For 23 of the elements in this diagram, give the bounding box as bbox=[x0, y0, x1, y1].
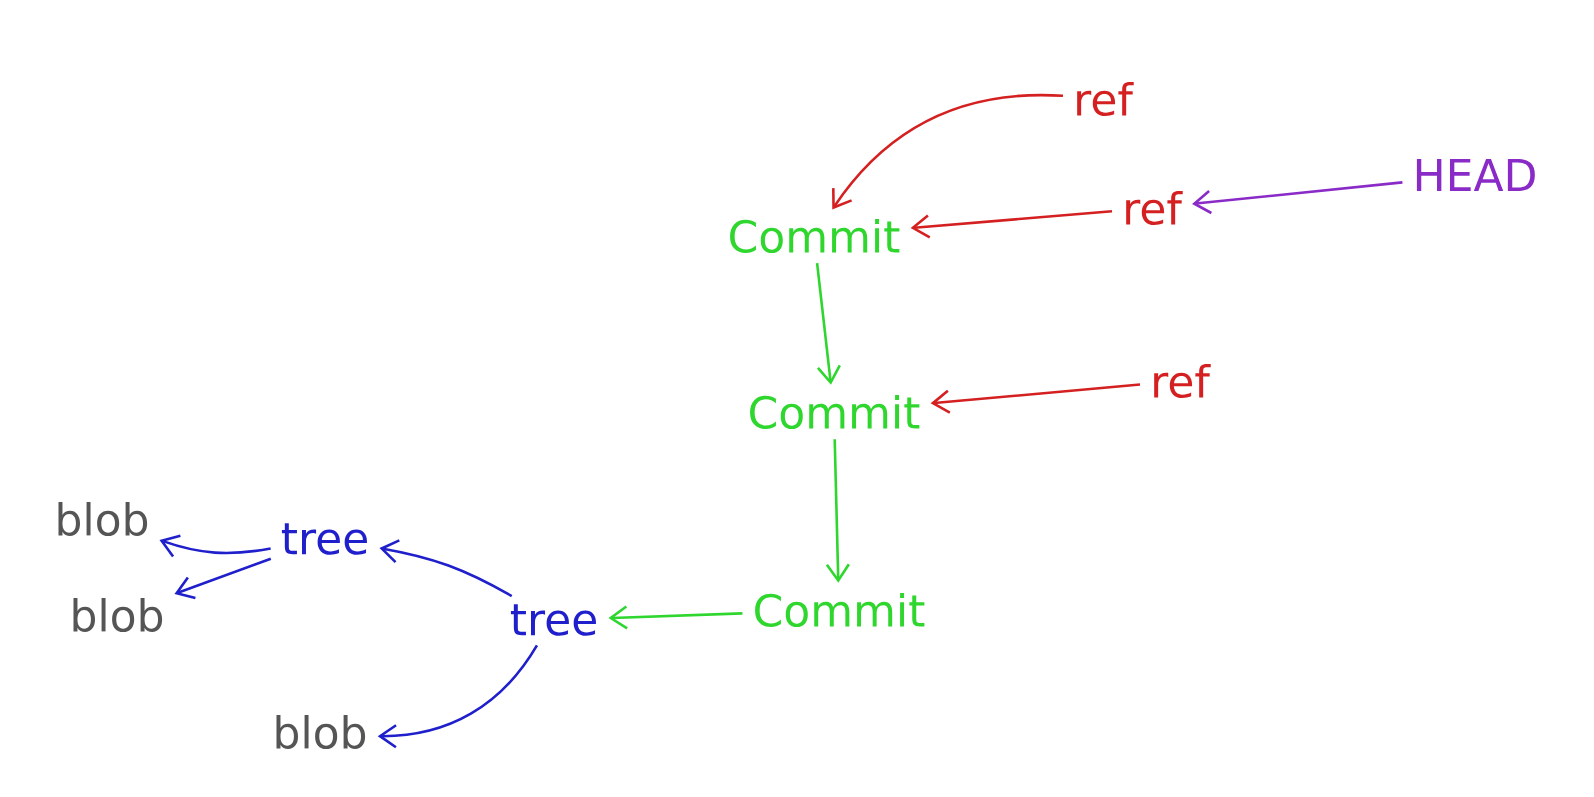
arrow bbox=[1192, 181, 1403, 215]
arrow bbox=[379, 539, 513, 598]
arrow bbox=[930, 383, 1141, 414]
head-label: HEAD bbox=[1416, 158, 1535, 192]
arrow bbox=[910, 210, 1113, 239]
arrow bbox=[832, 93, 1063, 210]
arrow bbox=[815, 263, 841, 385]
tree-label: tree bbox=[510, 604, 596, 636]
ref-label: ref bbox=[1154, 364, 1211, 398]
blob-label: blob bbox=[73, 598, 163, 633]
commit-label: Commit bbox=[755, 593, 925, 628]
arrow bbox=[377, 644, 539, 749]
arrow bbox=[174, 557, 272, 600]
tree-label: tree bbox=[281, 523, 367, 555]
commit-label: Commit bbox=[730, 218, 900, 253]
ref-label: ref bbox=[1126, 190, 1183, 225]
arrow bbox=[608, 605, 743, 630]
arrow bbox=[825, 439, 850, 583]
ref-label: ref bbox=[1077, 81, 1134, 116]
commit-label: Commit bbox=[750, 395, 920, 430]
arrow bbox=[159, 534, 271, 558]
blob-label: blob bbox=[58, 502, 148, 537]
blob-label: blob bbox=[276, 715, 366, 750]
